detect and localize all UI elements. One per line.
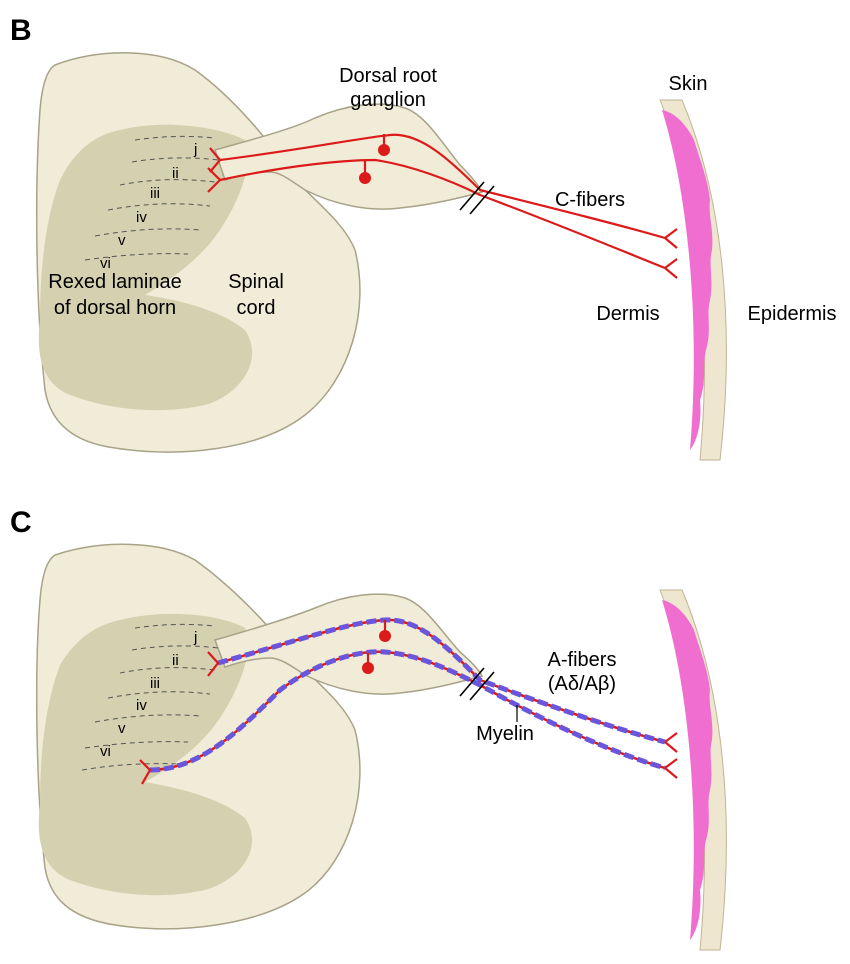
epidermis-label: Epidermis xyxy=(748,303,837,325)
lamina-j-label-c: j xyxy=(193,629,197,646)
lamina-ii-label-c: ii xyxy=(172,652,179,669)
drg-cell-body-2-c xyxy=(362,662,374,674)
lamina-iv-label-c: iv xyxy=(136,697,147,714)
drg-label-line1-b: Dorsal root xyxy=(339,65,437,87)
panel-c: C j ii iii iv v vi xyxy=(10,506,726,950)
dermis-label: Dermis xyxy=(596,303,659,325)
drg-cell-body-1-b xyxy=(378,144,390,156)
drg-cell-body-1-c xyxy=(379,630,391,642)
lamina-v-label: v xyxy=(118,232,126,249)
rexed-label-line1: Rexed laminae xyxy=(48,271,181,293)
drg-label-line2-b: ganglion xyxy=(350,89,426,111)
lamina-vi-label-c: vi xyxy=(100,743,111,760)
spinal-cord-label-line1: Spinal xyxy=(228,271,284,293)
lamina-iv-label: iv xyxy=(136,209,147,226)
spinal-cord-label-line2: cord xyxy=(237,297,276,319)
a-fibers-label-line2: (Aδ/Aβ) xyxy=(548,673,616,695)
myelin-label: Myelin xyxy=(476,723,534,745)
drg-cell-body-2-b xyxy=(359,172,371,184)
panel-b-letter: B xyxy=(10,14,32,47)
c-fibers-label: C-fibers xyxy=(555,189,625,211)
panel-b: B j ii iii iv v vi xyxy=(10,14,836,460)
skin-label: Skin xyxy=(669,73,708,95)
rexed-label-line2: of dorsal horn xyxy=(54,297,176,319)
a-fibers-label-line1: A-fibers xyxy=(548,649,617,671)
lamina-vi-label: vi xyxy=(100,255,111,272)
lamina-iii-label-c: iii xyxy=(150,675,160,692)
panel-c-letter: C xyxy=(10,506,32,539)
lamina-j-label: j xyxy=(193,141,197,158)
lamina-iii-label: iii xyxy=(150,185,160,202)
lamina-ii-label: ii xyxy=(172,165,179,182)
lamina-v-label-c: v xyxy=(118,720,126,737)
